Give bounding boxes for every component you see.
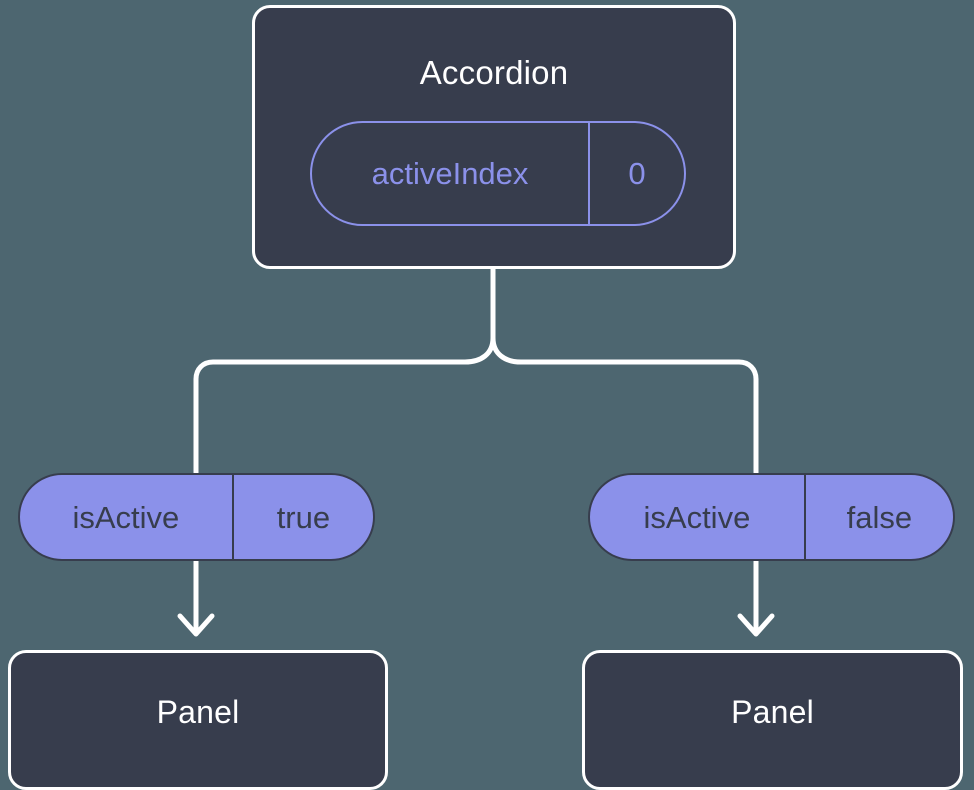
node-panel-left[interactable]: Panel — [8, 650, 388, 790]
prop-pill-key: isActive — [72, 499, 180, 535]
connector-layer — [177, 266, 775, 637]
prop-pill-is-active-false[interactable]: isActive false — [588, 473, 955, 561]
prop-pill-value: false — [803, 475, 953, 559]
arrow-down-icon-right — [737, 559, 775, 637]
arrow-down-icon-left — [177, 559, 215, 637]
node-accordion-title: Accordion — [419, 54, 569, 91]
node-panel-left-title: Panel — [156, 694, 240, 730]
prop-pill-key: isActive — [643, 499, 751, 535]
node-panel-right[interactable]: Panel — [582, 650, 963, 790]
state-pill-key: activeIndex — [371, 156, 529, 191]
node-accordion[interactable]: Accordion activeIndex 0 — [252, 5, 736, 269]
state-pill-active-index[interactable]: activeIndex 0 — [310, 121, 686, 226]
fork-connector-icon — [193, 266, 759, 477]
component-state-diagram: Accordion activeIndex 0 isActive true is… — [8, 5, 963, 790]
node-panel-right-title: Panel — [731, 694, 814, 730]
state-pill-value: 0 — [588, 123, 684, 224]
prop-pill-value: true — [231, 475, 373, 559]
prop-pill-is-active-true[interactable]: isActive true — [18, 473, 375, 561]
